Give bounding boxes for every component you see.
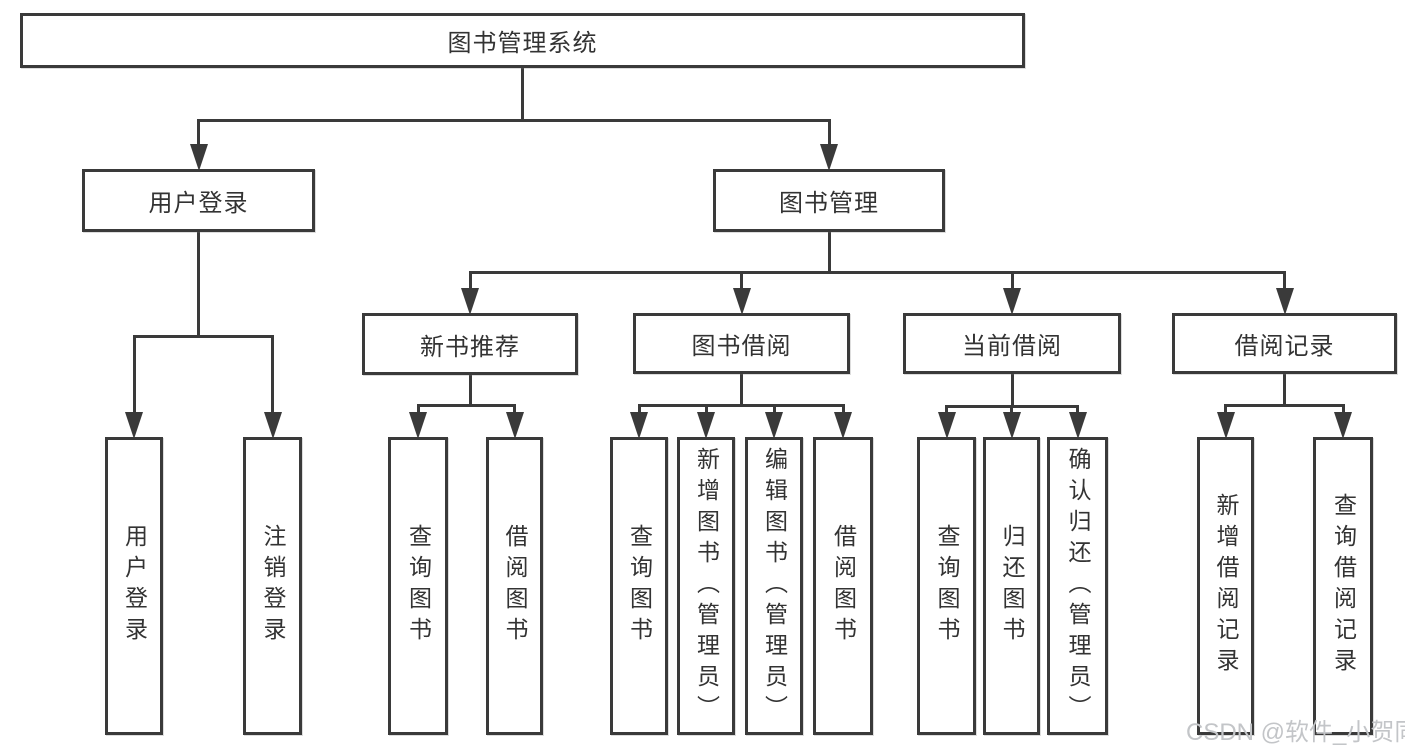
diagram-node-book-mgmt: 图书管理	[713, 169, 945, 232]
diagram-node-label: 查询图书	[405, 524, 432, 648]
diagram-node-edit-book-admin: 编辑图书（管理员）	[745, 437, 803, 735]
edge-stem-book-mgmt	[827, 120, 831, 146]
diagram-node-label: 借阅图书	[830, 524, 857, 648]
diagram-node-add-borrow-record: 新增借阅记录	[1197, 437, 1254, 735]
watermark: CSDN @软件_小贺同学	[1186, 719, 1405, 746]
arrowhead-icon	[834, 412, 852, 439]
diagram-node-label: 借阅图书	[502, 524, 528, 648]
diagram-node-label: 新书推荐	[420, 333, 520, 361]
diagram-node-confirm-return-admin: 确认归还（管理员）	[1047, 437, 1108, 735]
edge-trunk-user-login	[197, 232, 200, 336]
diagram-node-borrow-record: 借阅记录	[1172, 313, 1397, 374]
diagram-node-root: 图书管理系统	[20, 13, 1025, 68]
edge-stem-borrow-book-rec	[513, 405, 516, 414]
diagram-node-query-book-rec: 查询图书	[388, 437, 448, 735]
edge-stem-query-borrow-record	[1341, 405, 1345, 414]
diagram-node-user-login: 用户登录	[82, 169, 315, 232]
arrowhead-icon	[189, 144, 208, 171]
arrowhead-icon	[1003, 288, 1021, 315]
arrowhead-icon	[409, 412, 427, 439]
diagram-node-user-login-op: 用户登录	[105, 437, 163, 735]
diagram-node-book-borrow: 图书借阅	[633, 313, 850, 374]
arrowhead-icon	[697, 412, 715, 439]
edge-trunk-new-book-rec	[468, 375, 472, 405]
edge-stem-query-book-borrow	[637, 405, 641, 414]
edge-stem-book-borrow	[740, 272, 743, 290]
arrowhead-icon	[1275, 288, 1294, 315]
diagram-node-label: 图书管理系统	[447, 30, 598, 57]
diagram-node-query-borrow-record: 查询借阅记录	[1313, 437, 1373, 735]
diagram-node-new-book-rec: 新书推荐	[362, 313, 578, 375]
edge-stem-query-book-current	[945, 406, 948, 414]
diagram-node-label: 查询借阅记录	[1330, 493, 1357, 679]
edge-stem-user-login-op	[132, 336, 136, 414]
edge-split-book-mgmt	[468, 270, 1286, 274]
diagram-node-query-book-current: 查询图书	[917, 437, 976, 735]
diagram-node-label: 查询图书	[626, 524, 653, 648]
diagram-node-label: 图书借阅	[691, 333, 792, 360]
diagram-node-label: 归还图书	[999, 524, 1025, 648]
arrowhead-icon	[1216, 412, 1235, 439]
edge-trunk-borrow-record	[1283, 374, 1286, 405]
edge-split-borrow-record	[1224, 403, 1345, 407]
diagram-node-label: 确认归还（管理员）	[1065, 446, 1091, 726]
edge-trunk-current-borrow	[1010, 374, 1014, 406]
arrowhead-icon	[732, 288, 751, 315]
arrowhead-icon	[765, 412, 783, 439]
edge-stem-query-book-rec	[416, 405, 420, 414]
diagram-node-logout-op: 注销登录	[243, 437, 302, 735]
edge-stem-borrow-book-op	[841, 405, 845, 414]
edge-split-user-login	[132, 334, 274, 338]
arrowhead-icon	[125, 412, 143, 439]
diagram-node-label: 编辑图书（管理员）	[761, 446, 788, 726]
arrowhead-icon	[820, 144, 838, 171]
arrowhead-icon	[263, 412, 282, 439]
arrowhead-icon	[630, 412, 648, 439]
diagram-node-label: 借阅记录	[1234, 333, 1335, 360]
edge-stem-confirm-return-admin	[1076, 406, 1079, 414]
edge-split-new-book-rec	[416, 403, 516, 407]
edge-stem-add-borrow-record	[1224, 405, 1227, 414]
edge-split-root	[197, 118, 831, 122]
diagram-node-return-book: 归还图书	[983, 437, 1040, 735]
diagram-node-label: 新增图书（管理员）	[693, 446, 720, 726]
diagram-node-label: 用户登录	[121, 524, 148, 648]
diagram-node-borrow-book-rec: 借阅图书	[486, 437, 543, 735]
edge-stem-add-book-admin	[704, 405, 708, 414]
arrowhead-icon	[461, 288, 479, 315]
arrowhead-icon	[505, 412, 524, 439]
diagram-node-label: 图书管理	[779, 190, 879, 217]
edge-stem-user-login	[197, 120, 200, 146]
edge-split-book-borrow	[637, 403, 845, 407]
diagram-node-label: 注销登录	[260, 524, 286, 648]
diagram-node-query-book-borrow: 查询图书	[610, 437, 668, 735]
edge-trunk-book-mgmt	[827, 232, 831, 272]
edge-stem-edit-book-admin	[772, 405, 776, 414]
diagram-node-label: 当前借阅	[962, 333, 1062, 360]
diagram-node-label: 用户登录	[148, 190, 249, 217]
arrowhead-icon	[1068, 412, 1087, 439]
diagram-node-borrow-book-op: 借阅图书	[813, 437, 873, 735]
edge-stem-borrow-record	[1283, 272, 1286, 290]
edge-trunk-root	[521, 68, 524, 120]
diagram-node-label: 新增借阅记录	[1213, 493, 1239, 679]
diagram-node-add-book-admin: 新增图书（管理员）	[677, 437, 735, 735]
arrowhead-icon	[1334, 412, 1352, 439]
edge-stem-new-book-rec	[468, 272, 472, 290]
diagram-node-label: 查询图书	[934, 524, 960, 648]
edge-stem-return-book	[1010, 406, 1013, 414]
arrowhead-icon	[937, 412, 956, 439]
edge-stem-logout-op	[271, 336, 274, 414]
arrowhead-icon	[1002, 412, 1021, 439]
edge-trunk-book-borrow	[740, 374, 743, 405]
edge-stem-current-borrow	[1010, 272, 1014, 290]
diagram-node-current-borrow: 当前借阅	[903, 313, 1121, 374]
